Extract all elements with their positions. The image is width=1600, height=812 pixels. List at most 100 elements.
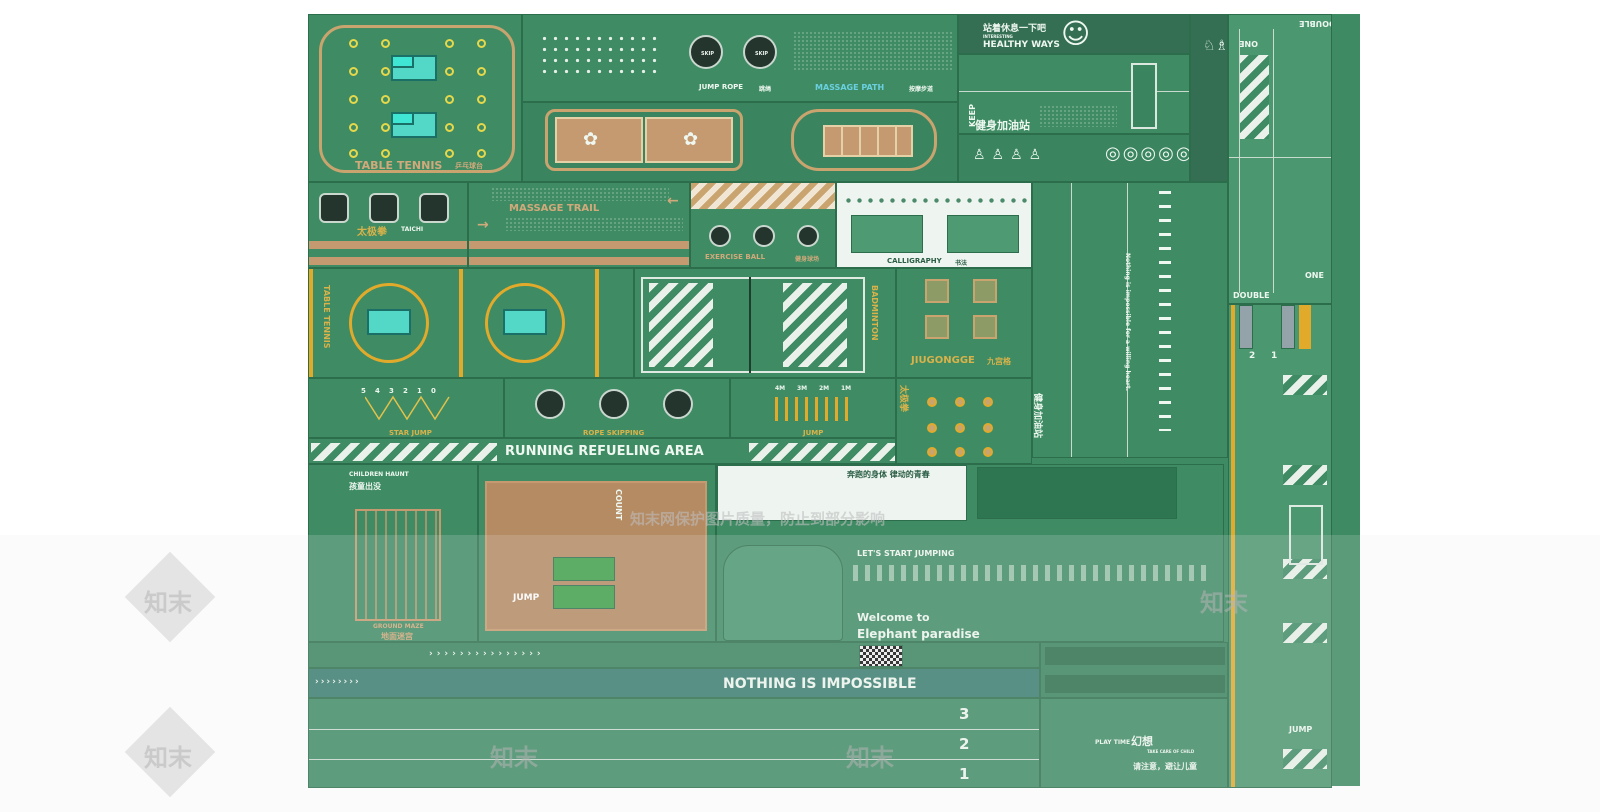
star-jump-count: 1	[417, 387, 422, 395]
tt2-table-1	[367, 309, 411, 335]
taichi-dots-zone: 太极拳	[896, 378, 1032, 464]
track-row-1: ›››››››››››››››	[308, 642, 1040, 668]
paw-icon-1: ✿	[583, 129, 599, 150]
watermark-fog	[0, 535, 1600, 812]
taichi-hex-3	[419, 193, 449, 223]
exercise-ball-1	[709, 225, 731, 247]
one-label-bottom: ONE	[1305, 271, 1324, 280]
arrow-left-icon: ←	[667, 193, 679, 209]
table-tennis-label: TABLE TENNIS	[355, 159, 443, 172]
calligraphy-label-cn: 书法	[955, 260, 968, 267]
safety-label-cn: 请注意，避让儿童	[1133, 762, 1197, 771]
calligraphy-dot-row	[843, 195, 1027, 207]
rope-skip-circle-3	[663, 389, 693, 419]
lane-row: 3 2 1	[308, 698, 1040, 788]
skip-label-2: SKIP	[755, 51, 769, 57]
court-stripe-1	[1283, 375, 1327, 395]
taichi-bar-1	[309, 241, 467, 249]
jiugongge-label: JIUGONGGE	[911, 355, 975, 366]
play-time-label: PLAY TIME	[1095, 739, 1131, 746]
court-line-1	[1239, 29, 1240, 293]
fitness-figures-strip: ♘♗♖♔	[1190, 14, 1228, 182]
court-line-mid	[1229, 157, 1331, 158]
tt2-table-2	[503, 309, 547, 335]
fitness-divider	[959, 91, 1189, 92]
table-tennis-ring	[445, 149, 454, 158]
taichi-label-cn: 太极拳	[357, 227, 387, 238]
exercise-icons: ♙♙♙♙	[973, 147, 1048, 163]
watermark-logo-1: 知末	[144, 589, 192, 617]
court-stripe-2	[1283, 465, 1327, 485]
lane-line-2	[309, 759, 1039, 760]
stripe-track-lane-2	[1045, 675, 1225, 693]
tt2-ring-2	[485, 283, 565, 363]
table-tennis-ring	[477, 39, 486, 48]
taichi-dot	[955, 397, 965, 407]
table-tennis-zone: TABLE TENNIS 乒乓球台	[308, 14, 522, 182]
calligraphy-board-2	[947, 215, 1019, 253]
star-jump-label: STAR JUMP	[389, 429, 432, 437]
table-tennis-table-1-half	[391, 55, 414, 68]
court-color-bar-2	[1281, 305, 1295, 349]
watermark-logo-5: 知末	[846, 744, 894, 772]
star-jump-count: 0	[431, 387, 436, 395]
double-label-bottom: DOUBLE	[1233, 291, 1270, 300]
court-lane-1: 1	[1271, 351, 1278, 361]
one-label-top: ONE	[1239, 39, 1258, 48]
exercise-dials: ◎◎◎◎◎	[1105, 143, 1190, 164]
elephant-panel	[977, 467, 1177, 519]
strip-line-1	[1071, 183, 1072, 457]
exercise-ball-3	[797, 225, 819, 247]
count-label: COUNT	[614, 489, 623, 521]
jump-distance-label: 2M	[819, 385, 830, 392]
rope-skipping-zone: ROPE SKIPPING	[504, 378, 730, 438]
ground-maze	[355, 509, 441, 621]
taichi-dot	[927, 397, 937, 407]
exercise-ball-2	[753, 225, 775, 247]
court-jump-label: JUMP	[1289, 725, 1313, 734]
tt2-line-mid	[459, 269, 463, 377]
court-hopscotch	[1289, 505, 1323, 565]
table-tennis-ring	[381, 95, 390, 104]
massage-trail-zone: MASSAGE TRAIL ← →	[468, 182, 690, 268]
dream-play-zone: 幻想 PLAY TIME TAKE CARE OF CHILD 请注意，避让儿童	[1040, 698, 1228, 788]
motivational-quote: Nothing is impossible for a willing hear…	[1124, 253, 1131, 391]
court-yellow-bar	[1299, 305, 1311, 349]
taichi-dot	[955, 423, 965, 433]
trail-bar-1	[469, 241, 689, 249]
double-label-top: DOUBLE	[1299, 19, 1332, 28]
star-jump-count: 2	[403, 387, 408, 395]
fitness-station-label-cn: 健身加油站	[975, 119, 1030, 132]
table-tennis-ring	[349, 149, 358, 158]
jump-distance-label: 3M	[797, 385, 808, 392]
jump-rope-label: JUMP ROPE	[699, 83, 744, 91]
badminton-outline	[641, 277, 865, 373]
stand-rest-panel: 站着休息一下吧 INTERESTING HEALTHY WAYS ☺	[958, 14, 1190, 54]
paw-hopscotch-zone: ✿ ✿	[522, 102, 958, 182]
lane-number-3: 3	[959, 705, 970, 723]
massage-path-label-cn: 按摩步道	[909, 86, 934, 93]
star-jump-count: 5	[361, 387, 366, 395]
table-tennis-ring	[381, 123, 390, 132]
smile-icon: ☺	[1061, 17, 1091, 50]
jump-count-jump-label: JUMP	[513, 593, 540, 603]
exercise-ball-stripe	[691, 183, 835, 209]
elephant-top-strip	[717, 465, 967, 521]
stripe-track-right	[1040, 642, 1228, 698]
ground-maze-label-cn: 地面迷宫	[381, 632, 413, 641]
court-color-bar-1	[1239, 305, 1253, 349]
jiugongge-label-cn: 九宫格	[987, 357, 1011, 366]
elephant-paradise-zone: 奔跑的身体 律动的青春 LET'S START JUMPING Welcome …	[716, 464, 1224, 642]
paw-icon-2: ✿	[683, 129, 699, 150]
children-haunt-label-cn: 孩童出没	[349, 482, 381, 491]
sports-floor-board: TABLE TENNIS 乒乓球台 SKIP SKIP JUMP ROPE 跳绳…	[308, 14, 1360, 788]
ground-maze-label: GROUND MAZE	[373, 623, 424, 630]
calligraphy-zone: CALLIGRAPHY 书法	[836, 182, 1032, 268]
table-tennis-row-2: TABLE TENNIS	[308, 268, 634, 378]
calligraphy-board-1	[851, 215, 923, 253]
court-lane-2: 2	[1249, 351, 1256, 361]
tt2-line-right	[595, 269, 599, 377]
trail-texture-top	[491, 187, 669, 201]
trail-bar-2	[469, 257, 689, 265]
